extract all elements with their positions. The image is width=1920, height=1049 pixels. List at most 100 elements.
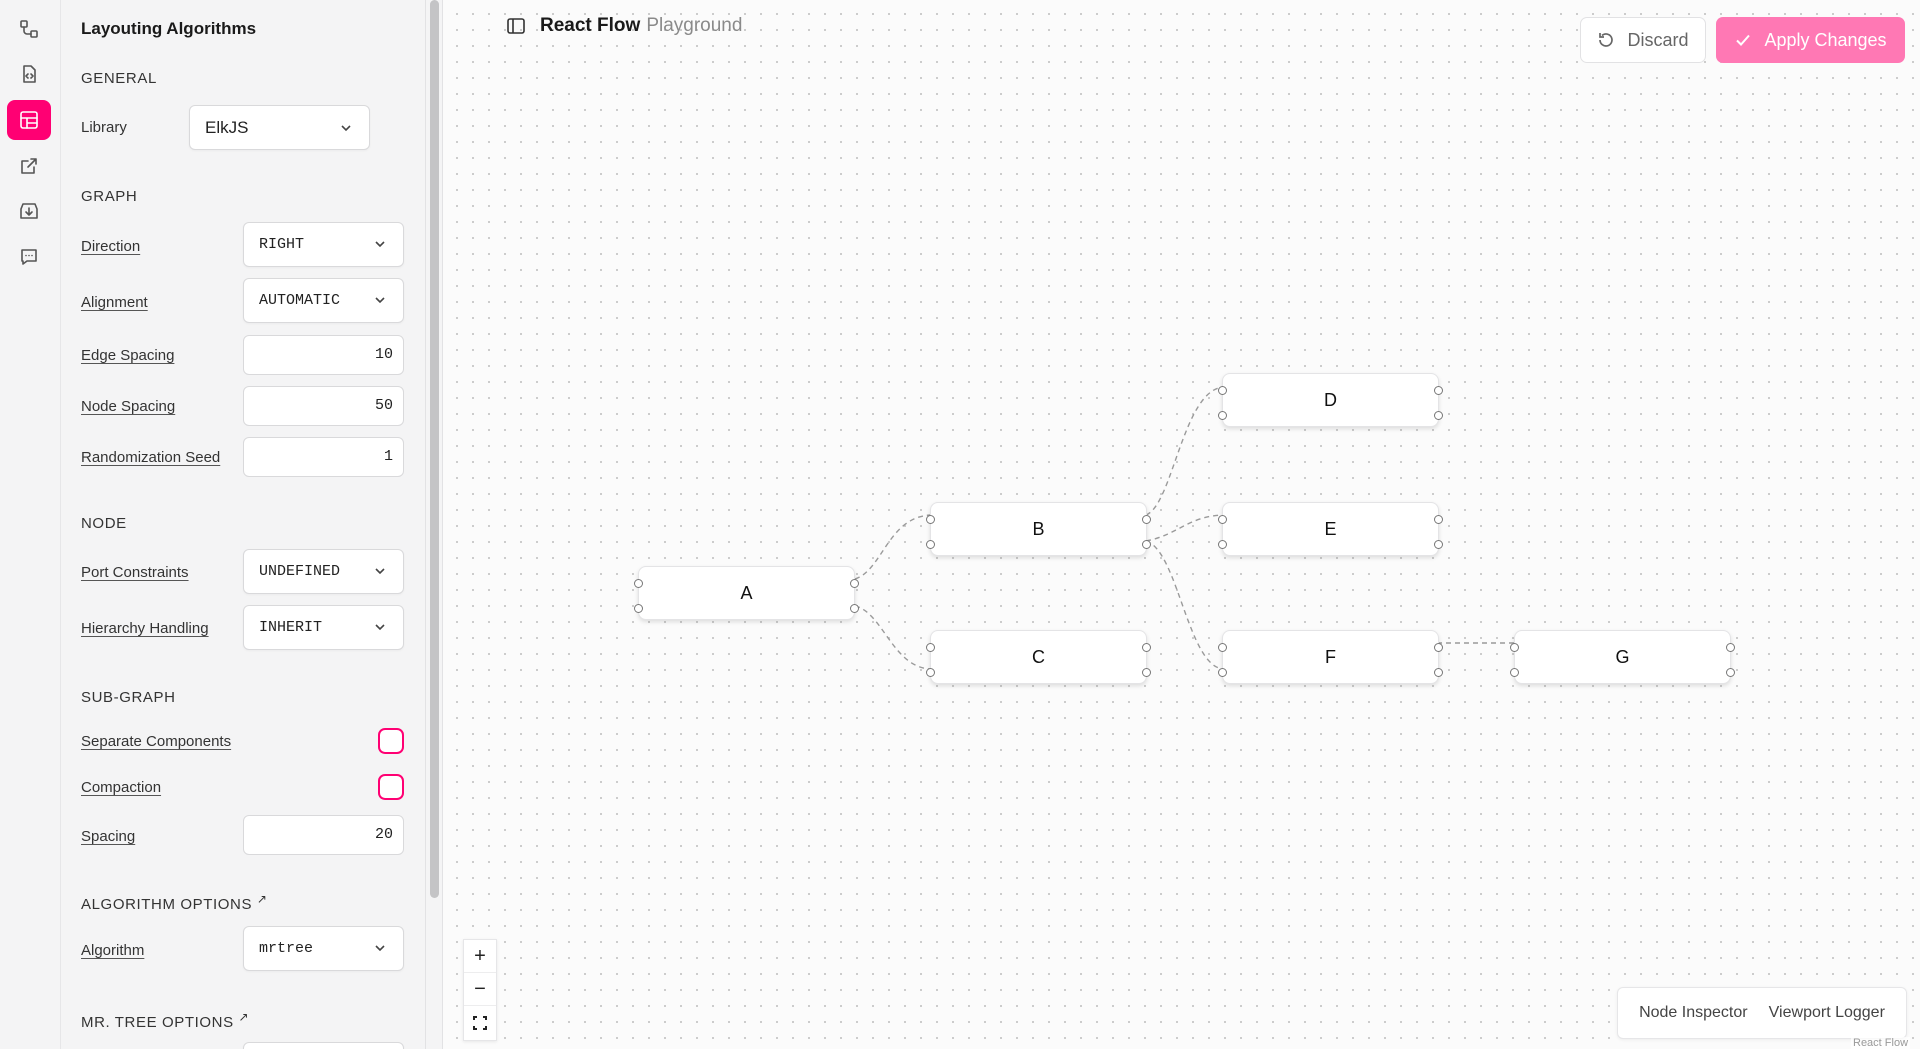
discard-button[interactable]: Discard	[1580, 17, 1706, 63]
edge-b-e	[1145, 514, 1225, 542]
sidebar-toggle-icon[interactable]	[506, 16, 526, 36]
node-label: C	[1032, 646, 1045, 667]
algorithm-label: Algorithm	[81, 942, 145, 959]
node-handle[interactable]	[1218, 515, 1227, 524]
node-handle[interactable]	[850, 579, 859, 588]
section-algorithm-options[interactable]: ALGORITHM OPTIONS ↗	[81, 892, 268, 913]
library-label: Library	[81, 119, 127, 136]
compaction-label: Compaction	[81, 779, 162, 796]
node-f[interactable]: F	[1218, 630, 1443, 684]
node-handle[interactable]	[926, 668, 935, 677]
node-handle[interactable]	[1434, 386, 1443, 395]
node-label: F	[1325, 646, 1336, 667]
zoom-out-button[interactable]: −	[464, 973, 496, 1006]
panel-scrollbar[interactable]	[425, 0, 443, 1049]
section-node: NODE	[81, 515, 127, 532]
flow-canvas[interactable]: React Flow Playground Discard Apply Chan…	[443, 0, 1920, 1049]
node-e[interactable]: E	[1218, 502, 1443, 556]
edge-spacing-input[interactable]: 10	[243, 335, 404, 375]
node-handle[interactable]	[1142, 643, 1151, 652]
zoom-in-button[interactable]: +	[464, 940, 496, 973]
external-link-icon: ↗	[256, 892, 268, 906]
flow-icon[interactable]	[7, 9, 51, 49]
node-handle[interactable]	[1142, 668, 1151, 677]
hierarchy-handling-value: INHERIT	[259, 619, 323, 636]
node-handle[interactable]	[1218, 643, 1227, 652]
node-handle[interactable]	[1218, 540, 1227, 549]
section-graph: GRAPH	[81, 188, 138, 205]
edge-spacing-label: Edge Spacing	[81, 347, 175, 364]
node-label: B	[1032, 518, 1045, 539]
node-g[interactable]: G	[1510, 630, 1735, 684]
node-handle[interactable]	[1726, 668, 1735, 677]
seed-label: Randomization Seed	[81, 449, 221, 466]
zoom-controls: + −	[463, 939, 497, 1041]
node-handle[interactable]	[926, 540, 935, 549]
chevron-down-icon	[373, 941, 387, 955]
node-handle[interactable]	[1434, 643, 1443, 652]
node-label: G	[1615, 646, 1630, 667]
node-a[interactable]: A	[634, 566, 859, 620]
node-handle[interactable]	[634, 579, 643, 588]
node-handle[interactable]	[1218, 386, 1227, 395]
node-handle[interactable]	[634, 604, 643, 613]
spacing-input[interactable]: 20	[243, 815, 404, 855]
node-handle[interactable]	[1218, 668, 1227, 677]
port-constraints-select[interactable]: UNDEFINED	[243, 549, 404, 594]
port-constraints-value: UNDEFINED	[259, 563, 341, 580]
node-handle[interactable]	[1434, 515, 1443, 524]
node-label: A	[740, 582, 753, 603]
viewport-logger-toggle[interactable]: Viewport Logger	[1768, 1004, 1885, 1021]
node-handle[interactable]	[1434, 668, 1443, 677]
external-link-icon: ↗	[238, 1010, 250, 1024]
panel-scrollbar-thumb[interactable]	[430, 0, 439, 898]
check-icon	[1736, 34, 1751, 46]
layout-icon[interactable]	[7, 100, 51, 140]
hierarchy-handling-select[interactable]: INHERIT	[243, 605, 404, 650]
alignment-select[interactable]: AUTOMATIC	[243, 278, 404, 323]
code-file-icon[interactable]	[7, 54, 51, 94]
separate-components-label: Separate Components	[81, 733, 232, 750]
algorithm-select[interactable]: mrtree	[243, 926, 404, 971]
node-handle[interactable]	[1726, 643, 1735, 652]
node-handle[interactable]	[1510, 668, 1519, 677]
node-b[interactable]: B	[926, 502, 1151, 556]
node-handle[interactable]	[926, 643, 935, 652]
section-mrtree-options[interactable]: MR. TREE OPTIONS ↗	[81, 1010, 249, 1031]
direction-select[interactable]: RIGHT	[243, 222, 404, 267]
node-handle[interactable]	[1142, 515, 1151, 524]
chevron-down-icon	[373, 564, 387, 578]
node-handle[interactable]	[926, 515, 935, 524]
compaction-checkbox[interactable]	[378, 774, 404, 800]
apply-changes-button[interactable]: Apply Changes	[1716, 17, 1905, 63]
section-general: GENERAL	[81, 70, 157, 87]
node-handle[interactable]	[1142, 540, 1151, 549]
node-inspector-toggle[interactable]: Node Inspector	[1639, 1004, 1748, 1021]
seed-input[interactable]: 1	[243, 437, 404, 477]
alignment-value: AUTOMATIC	[259, 292, 341, 309]
separate-components-checkbox[interactable]	[378, 728, 404, 754]
edges-layer	[854, 386, 1516, 670]
devtools-panel: Node Inspector Viewport Logger	[1617, 987, 1907, 1039]
node-d[interactable]: D	[1218, 373, 1443, 427]
node-handle[interactable]	[1434, 411, 1443, 420]
hierarchy-handling-label: Hierarchy Handling	[81, 620, 209, 637]
library-select[interactable]: ElkJS	[189, 105, 370, 150]
fit-view-button[interactable]	[464, 1006, 496, 1039]
mrtree-option-select[interactable]	[243, 1042, 404, 1049]
download-icon[interactable]	[7, 191, 51, 231]
chat-icon[interactable]	[7, 237, 51, 277]
attribution-link[interactable]: React Flow	[1851, 1037, 1911, 1049]
node-handle[interactable]	[1434, 540, 1443, 549]
node-c[interactable]: C	[926, 630, 1151, 684]
undo-icon	[1599, 33, 1614, 47]
edge-a-b	[854, 514, 933, 580]
node-handle[interactable]	[1510, 643, 1519, 652]
algorithm-value: mrtree	[259, 940, 314, 957]
node-spacing-input[interactable]: 50	[243, 386, 404, 426]
node-handle[interactable]	[1218, 411, 1227, 420]
external-link-icon[interactable]	[7, 146, 51, 186]
library-value: ElkJS	[205, 117, 249, 137]
algorithm-options-heading: ALGORITHM OPTIONS	[81, 896, 253, 913]
node-handle[interactable]	[850, 604, 859, 613]
